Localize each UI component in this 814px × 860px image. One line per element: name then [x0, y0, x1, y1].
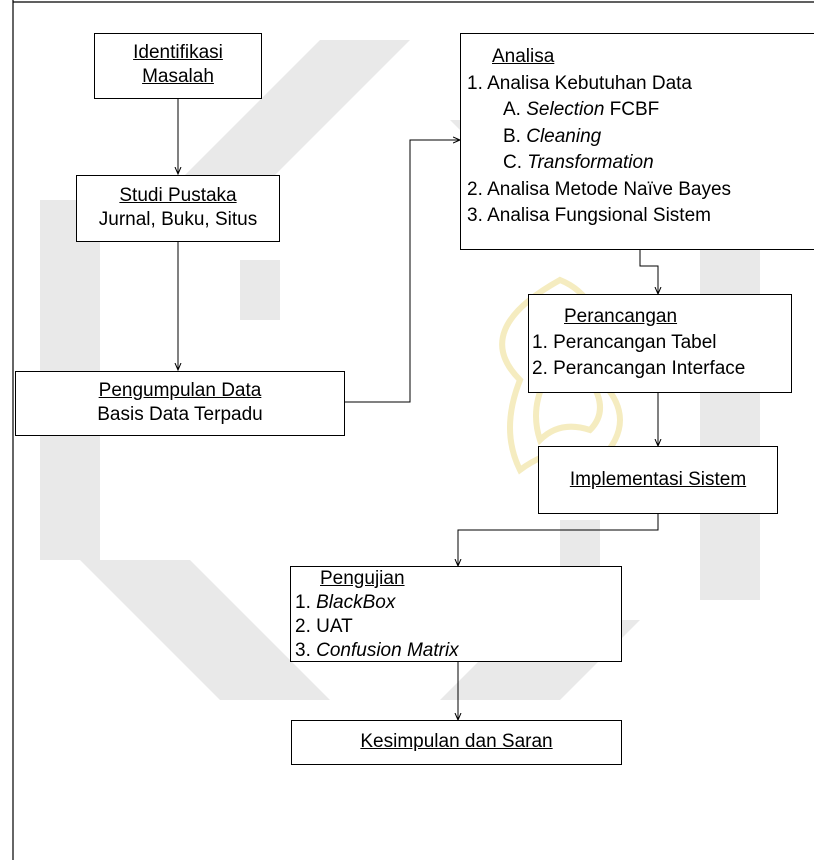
- analisa-title: Analisa: [492, 46, 555, 67]
- node-analisa: Analisa 1. Analisa Kebutuhan Data A. Sel…: [460, 33, 814, 250]
- perancangan-title: Perancangan: [564, 306, 678, 327]
- perancangan-item1: 1. Perancangan Tabel: [532, 332, 717, 353]
- node-identifikasi-masalah: Identifikasi Masalah: [94, 33, 262, 99]
- analisa-item2: 2. Analisa Metode Naïve Bayes: [467, 178, 732, 200]
- analisa-item1: 1. Analisa Kebutuhan Data: [467, 72, 693, 94]
- perancangan-item2: 2. Perancangan Interface: [532, 358, 746, 379]
- identifikasi-line1: Identifikasi: [133, 42, 223, 63]
- pengumpulan-title: Pengumpulan Data: [98, 380, 262, 401]
- analisa-sub-a: A. Selection FCBF: [503, 99, 660, 120]
- node-implementasi-sistem: Implementasi Sistem: [538, 446, 778, 514]
- implementasi-title: Implementasi Sistem: [569, 469, 747, 490]
- identifikasi-line2: Masalah: [142, 66, 214, 87]
- analisa-sub-b: B. Cleaning: [503, 125, 602, 147]
- studi-title: Studi Pustaka: [119, 185, 237, 206]
- node-pengujian: Pengujian 1. BlackBox 2. UAT 3. Confusio…: [290, 566, 622, 662]
- analisa-item3: 3. Analisa Fungsional Sistem: [467, 205, 711, 226]
- node-kesimpulan-saran: Kesimpulan dan Saran: [291, 720, 622, 765]
- pengumpulan-sub: Basis Data Terpadu: [97, 404, 263, 425]
- kesimpulan-title: Kesimpulan dan Saran: [360, 731, 553, 752]
- pengujian-item3: 3. Confusion Matrix: [295, 640, 459, 661]
- arrow-analisa-perancangan: [639, 250, 658, 294]
- arrow-implementasi-pengujian: [458, 514, 659, 566]
- pengujian-title: Pengujian: [320, 568, 405, 589]
- pengujian-item1: 1. BlackBox: [295, 592, 396, 613]
- pengujian-item2: 2. UAT: [295, 616, 353, 637]
- node-pengumpulan-data: Pengumpulan Data Basis Data Terpadu: [15, 371, 345, 436]
- node-perancangan: Perancangan 1. Perancangan Tabel 2. Pera…: [528, 294, 792, 393]
- arrow-pengumpulan-analisa: [345, 140, 460, 403]
- analisa-sub-c: C. Transformation: [503, 152, 654, 173]
- node-studi-pustaka: Studi Pustaka Jurnal, Buku, Situs: [76, 175, 280, 242]
- studi-sub: Jurnal, Buku, Situs: [98, 209, 258, 230]
